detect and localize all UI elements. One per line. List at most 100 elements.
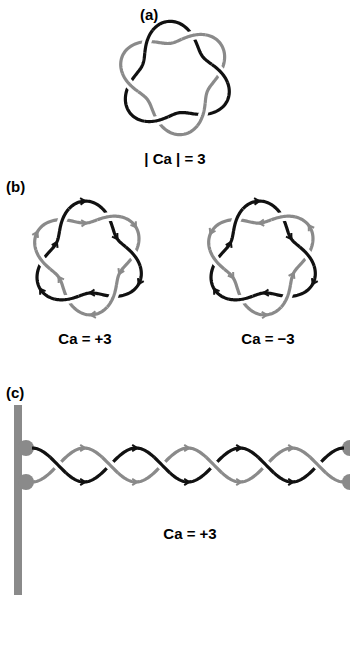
direction-arrow [184,479,189,485]
panel-label: (a) [140,6,158,24]
direction-arrow [40,289,45,295]
direction-arrow [312,278,318,284]
crossing-gap [206,457,222,472]
crossing-gap [212,64,228,82]
strand [211,201,315,300]
crossing-gap [197,103,205,126]
direction-arrow [236,445,241,451]
crossing-gap [234,209,243,231]
direction-arrow [228,272,233,278]
crossing-gap [60,209,69,231]
direction-arrow [90,289,95,295]
over-strand [97,216,121,220]
crossing-gap [145,117,169,122]
over-strand [310,457,326,472]
panel-label: (c) [6,384,24,402]
direction-arrow [118,268,124,274]
direction-arrow [288,479,293,485]
crossing-gap [281,285,290,307]
direction-arrow [80,445,85,451]
crossing-gap [145,30,153,53]
direction-arrow [80,479,85,485]
crossing-gap [102,457,118,472]
direction-arrow [132,445,137,451]
over-strand [212,64,228,82]
direction-arrow [81,220,86,226]
crossing-gap [36,250,50,269]
direction-arrow [214,289,219,295]
crossing-gap [55,296,79,300]
strand [209,216,313,315]
crossing-gap [97,216,121,220]
direction-arrow [112,233,117,239]
direction-arrow [138,278,144,284]
direction-arrow [130,221,135,227]
direction-arrow [289,273,295,279]
over-strand [182,34,206,39]
direction-arrow [52,242,58,248]
crossing-gap [271,216,295,220]
direction-arrow [288,445,293,451]
over-strand [36,250,50,269]
direction-arrow [210,228,216,234]
crossing-gap [122,73,138,91]
over-strand [145,30,153,53]
direction-arrow [91,311,96,317]
caption-label: Ca = +3 [58,330,111,348]
over-strand [107,285,116,307]
direction-arrow [236,479,241,485]
over-strand [281,285,290,307]
strand [121,34,225,134]
crossing-gap [154,457,170,472]
direction-arrow [226,242,232,248]
caption-label: Ca = −3 [241,330,294,348]
crossing-gap [126,247,140,266]
direction-arrow [254,198,259,204]
crossing-gap [229,296,253,300]
over-strand [154,457,170,472]
strand [32,448,344,482]
over-strand [229,296,253,300]
over-strand [102,457,118,472]
over-strand [197,103,205,126]
over-strand [126,247,140,266]
crossing-gap [310,457,326,472]
over-strand [145,117,169,122]
anchor-bead [18,440,34,456]
strand [37,201,141,300]
braided-ring [209,198,318,318]
over-strand [234,209,243,231]
over-strand [300,247,314,266]
direction-arrow [132,479,137,485]
crossing-gap [182,34,206,39]
direction-arrow [309,225,314,231]
direction-arrow [59,277,64,283]
caption-label: | Ca | = 3 [144,150,205,168]
braided-strip [14,405,350,595]
crossing-gap [107,285,116,307]
direction-arrow [184,445,189,451]
over-strand [55,296,79,300]
over-strand [210,250,224,269]
over-strand [206,457,222,472]
direction-arrow [262,312,267,318]
strand [32,448,344,482]
direction-arrow [32,232,38,238]
direction-arrow [264,289,269,295]
direction-arrow [80,198,85,204]
anchor-bead [18,474,34,490]
braided-ring [121,21,230,134]
direction-arrow [259,220,264,226]
over-strand [271,216,295,220]
crossing-gap [300,247,314,266]
over-strand [50,457,66,472]
braided-ring [32,198,143,318]
over-strand [258,457,274,472]
crossing-gap [50,457,66,472]
panel-label: (b) [6,178,25,196]
over-strand [60,209,69,231]
over-strand [122,73,138,91]
direction-arrow [286,233,291,239]
